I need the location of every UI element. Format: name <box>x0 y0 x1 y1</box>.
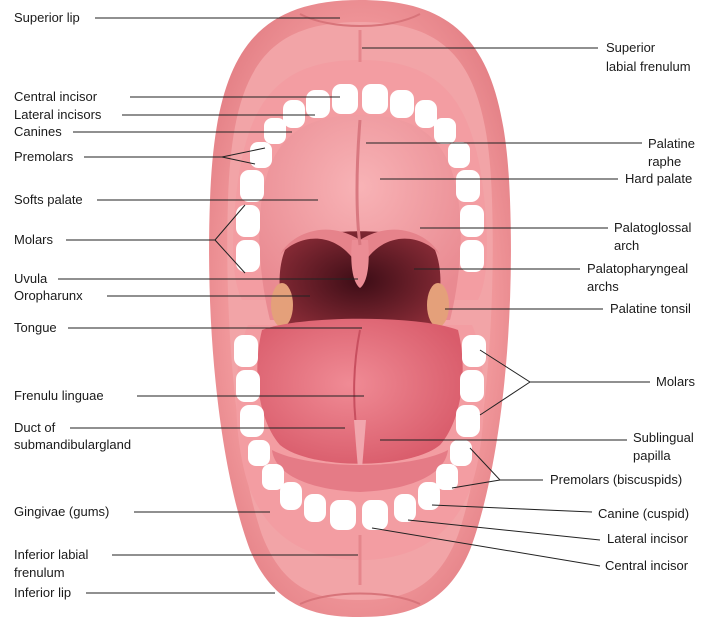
oral-cavity <box>259 115 461 330</box>
label-lateral-incisors: Lateral incisors <box>14 107 102 122</box>
label-oropharunx: Oropharunx <box>14 288 83 303</box>
lower-canine-right <box>418 482 440 510</box>
upper-lip-crease <box>299 13 421 27</box>
label-palatopharyngeal-line2: archs <box>587 279 619 294</box>
lower-lateral-incisor-right <box>394 494 416 522</box>
label-canine-cuspid: Canine (cuspid) <box>598 506 690 521</box>
label-hard-palate: Hard palate <box>625 171 693 186</box>
floor-of-mouth <box>272 450 448 492</box>
upper-molar-right-2 <box>460 205 484 237</box>
lower-teeth <box>234 335 486 530</box>
right-tonsil <box>427 283 449 327</box>
label-superior-labial-line1: Superior <box>606 40 656 55</box>
upper-teeth <box>236 84 484 272</box>
label-central-incisor-right: Central incisor <box>605 558 689 573</box>
label-lateral-incisor-right: Lateral incisor <box>607 531 688 546</box>
palatine-raphe <box>355 119 362 246</box>
label-inferior-lip: Inferior lip <box>14 585 72 600</box>
label-duct-line1: Duct of <box>14 420 56 435</box>
label-superior-lip: Superior lip <box>14 10 80 25</box>
lower-molar-left-1 <box>234 335 258 367</box>
label-palatine-tonsil: Palatine tonsil <box>610 301 691 316</box>
label-sublingual-line2: papilla <box>633 448 671 463</box>
uvula <box>351 240 369 288</box>
label-premolars-left: Premolars <box>14 149 74 164</box>
upper-premolar-right-2 <box>448 142 470 168</box>
upper-molar-left-2 <box>236 205 260 237</box>
upper-molar-right-3 <box>460 240 484 272</box>
label-palatoglossal-line1: Palatoglossal <box>614 220 692 235</box>
line-lateral-incisor-right <box>407 519 601 541</box>
label-palatine-raphe-line2: raphe <box>648 154 682 169</box>
lower-premolar-right-2 <box>436 464 458 490</box>
label-gingivae: Gingivae (gums) <box>14 504 110 519</box>
label-duct-line2: submandibulargland <box>14 437 132 452</box>
upper-premolar-left-1 <box>264 118 286 144</box>
label-frenulu-linguae: Frenulu linguae <box>14 388 104 403</box>
label-molars-right: Molars <box>656 374 696 389</box>
label-sublingual-line1: Sublingual <box>633 430 694 445</box>
lower-molar-right-2 <box>460 370 484 402</box>
lower-central-incisor-right <box>362 500 388 530</box>
upper-premolar-left-2 <box>250 142 272 168</box>
line-premolars-2 <box>221 156 256 165</box>
label-uvula: Uvula <box>14 271 48 286</box>
label-superior-labial-line2: labial frenulum <box>606 59 691 74</box>
label-palatoglossal-line2: arch <box>614 238 640 253</box>
upper-canine-right <box>415 100 437 128</box>
label-central-incisor-left: Central incisor <box>14 89 98 104</box>
label-inferior-labial-line2: frenulum <box>14 565 65 580</box>
line-premolars-right-2 <box>451 479 501 489</box>
upper-molar-right-1 <box>456 170 480 202</box>
leader-lines <box>58 17 650 594</box>
upper-molar-left-3 <box>236 240 260 272</box>
lower-premolar-left-2 <box>262 464 284 490</box>
lower-molar-right-3 <box>456 405 480 437</box>
upper-lateral-incisor-right <box>390 90 414 118</box>
label-palatopharyngeal-line1: Palatopharyngeal <box>587 261 689 276</box>
frenulum-linguae <box>354 420 366 490</box>
lower-premolar-right-1 <box>450 440 472 466</box>
line-molars-right-2 <box>479 381 531 416</box>
lower-canine-left <box>280 482 302 510</box>
lower-lip-crease <box>299 592 421 605</box>
upper-lateral-incisor-left <box>306 90 330 118</box>
label-premolars-biscuspids: Premolars (biscuspids) <box>550 472 683 487</box>
label-softs-palate: Softs palate <box>14 192 83 207</box>
label-molars-left: Molars <box>14 232 54 247</box>
upper-central-incisor-left <box>332 84 358 114</box>
tongue <box>257 318 463 492</box>
upper-canine-left <box>283 100 305 128</box>
line-molars-left-2 <box>214 239 246 274</box>
lower-molar-right-1 <box>462 335 486 367</box>
left-tonsil <box>271 283 293 327</box>
lower-lateral-incisor-left <box>304 494 326 522</box>
lower-central-incisor-left <box>330 500 356 530</box>
lower-molar-left-3 <box>240 405 264 437</box>
line-central-incisor-right <box>371 527 601 567</box>
upper-central-incisor-right <box>362 84 388 114</box>
label-canines: Canines <box>14 124 62 139</box>
lower-premolar-left-1 <box>248 440 270 466</box>
upper-molar-left-1 <box>240 170 264 202</box>
label-tongue: Tongue <box>14 320 57 335</box>
line-canine-right <box>431 504 593 513</box>
upper-premolar-right-1 <box>434 118 456 144</box>
label-inferior-labial-line1: Inferior labial <box>14 547 89 562</box>
label-palatine-raphe-line1: Palatine <box>648 136 695 151</box>
lower-molar-left-2 <box>236 370 260 402</box>
